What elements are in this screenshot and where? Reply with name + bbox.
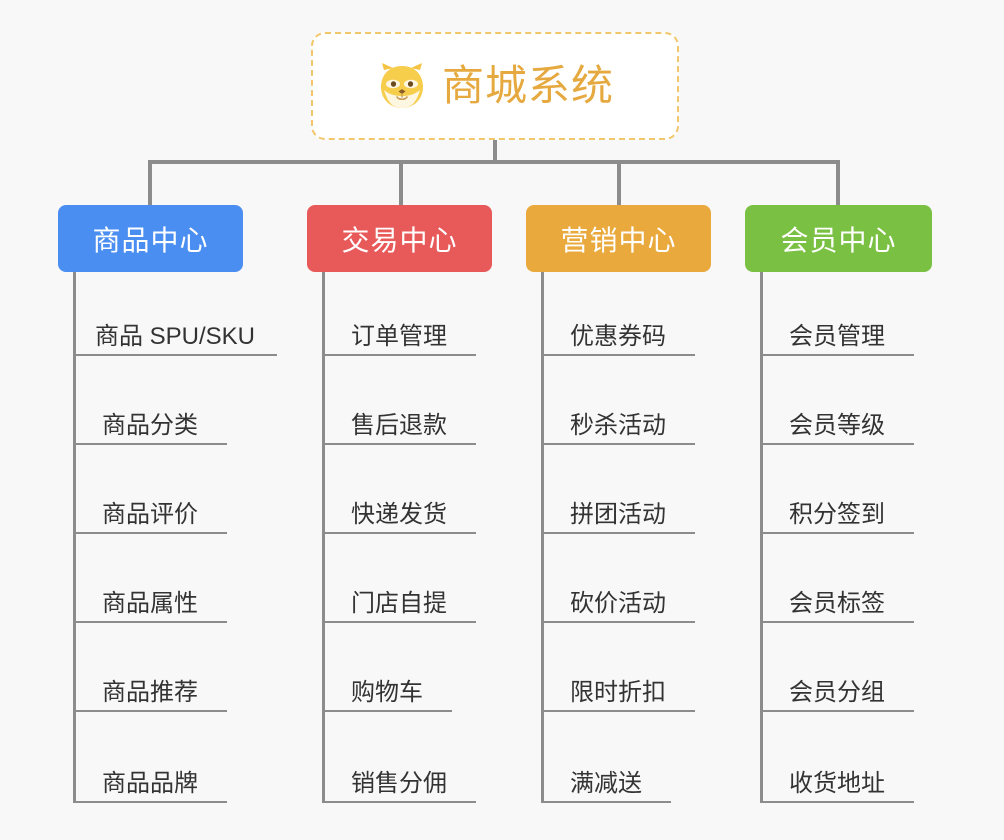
branch-header-trade[interactable]: 交易中心 [307,205,492,272]
leaf-item[interactable]: 销售分佣 [322,763,476,803]
leaf-label: 售后退款 [351,411,447,439]
root-stem-connector [493,140,497,162]
leaf-label: 商品 SPU/SKU [94,322,256,350]
leaf-item[interactable]: 商品分类 [73,405,227,445]
leaf-label: 商品属性 [102,589,198,617]
branch-header-label: 商品中心 [92,224,209,256]
leaf-label: 会员等级 [789,411,885,439]
leaf-label: 优惠券码 [570,322,666,350]
leaf-item[interactable]: 商品 SPU/SKU [73,316,277,356]
leaf-item[interactable]: 商品推荐 [73,672,227,712]
shiba-dog-face-icon [376,60,428,112]
leaf-item[interactable]: 会员分组 [760,672,914,712]
leaf-item[interactable]: 会员等级 [760,405,914,445]
root-node[interactable]: 商城系统 [311,32,679,140]
leaf-label: 商品评价 [102,500,198,528]
drop-connector-3 [617,160,621,206]
leaf-label: 商品分类 [102,411,198,439]
leaf-label: 会员分组 [789,678,885,706]
branch-spine-trade [322,272,325,803]
leaf-label: 积分签到 [789,500,885,528]
branch-header-marketing[interactable]: 营销中心 [526,205,711,272]
leaf-label: 销售分佣 [351,769,447,797]
leaf-label: 快递发货 [351,500,447,528]
leaf-item[interactable]: 会员管理 [760,316,914,356]
branch-spine-product [73,272,76,803]
leaf-item[interactable]: 商品品牌 [73,763,227,803]
branch-spine-marketing [541,272,544,803]
leaf-label: 限时折扣 [570,678,666,706]
drop-connector-2 [399,160,403,206]
leaf-label: 商品推荐 [102,678,198,706]
leaf-item[interactable]: 会员标签 [760,583,914,623]
leaf-item[interactable]: 商品属性 [73,583,227,623]
leaf-label: 购物车 [351,678,423,706]
leaf-item[interactable]: 拼团活动 [541,494,695,534]
leaf-label: 会员管理 [789,322,885,350]
leaf-item[interactable]: 优惠券码 [541,316,695,356]
root-title: 商城系统 [441,62,614,109]
leaf-item[interactable]: 秒杀活动 [541,405,695,445]
leaf-item[interactable]: 积分签到 [760,494,914,534]
leaf-item[interactable]: 收货地址 [760,763,914,803]
drop-connector-1 [148,160,152,206]
branch-header-label: 营销中心 [560,224,677,256]
leaf-label: 收货地址 [789,769,885,797]
drop-connector-4 [836,160,840,206]
branch-spine-member [760,272,763,803]
leaf-item[interactable]: 门店自提 [322,583,476,623]
leaf-item[interactable]: 售后退款 [322,405,476,445]
leaf-item[interactable]: 满减送 [541,763,671,803]
leaf-label: 订单管理 [351,322,447,350]
branch-header-label: 交易中心 [341,224,458,256]
branch-header-label: 会员中心 [780,224,897,256]
leaf-label: 拼团活动 [570,500,666,528]
leaf-item[interactable]: 购物车 [322,672,452,712]
leaf-item[interactable]: 订单管理 [322,316,476,356]
leaf-item[interactable]: 商品评价 [73,494,227,534]
branch-header-product[interactable]: 商品中心 [58,205,243,272]
leaf-item[interactable]: 限时折扣 [541,672,695,712]
leaf-label: 会员标签 [789,589,885,617]
leaf-item[interactable]: 快递发货 [322,494,476,534]
leaf-label: 商品品牌 [102,769,198,797]
branch-header-member[interactable]: 会员中心 [745,205,932,272]
leaf-label: 秒杀活动 [570,411,666,439]
leaf-item[interactable]: 砍价活动 [541,583,695,623]
leaf-label: 砍价活动 [570,589,666,617]
leaf-label: 门店自提 [351,589,447,617]
leaf-label: 满减送 [570,769,642,797]
horizontal-bus-connector [148,160,840,164]
